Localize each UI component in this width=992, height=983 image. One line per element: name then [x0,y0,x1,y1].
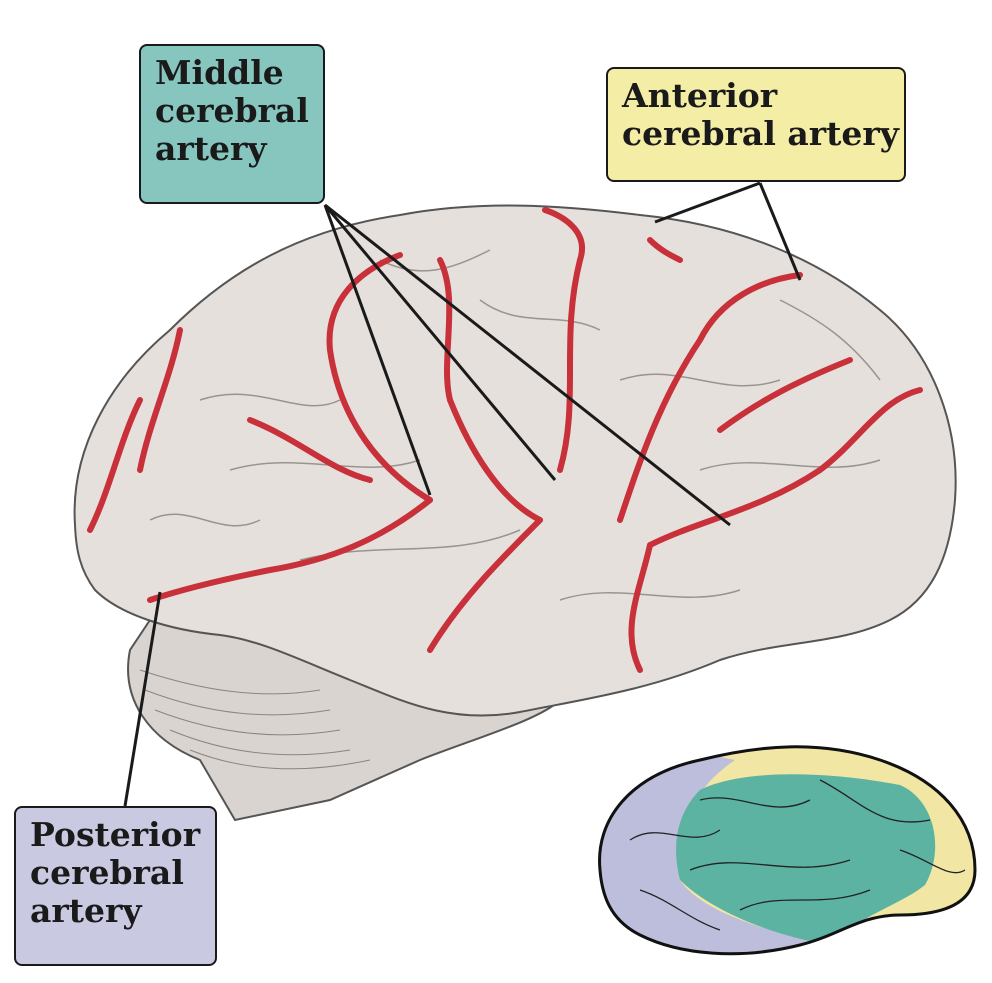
gyri [149,249,881,601]
cerebellum-folia [139,669,371,770]
label-line: cerebral [30,853,184,892]
territory-map-inset [598,745,977,956]
label-line: Anterior [622,76,778,115]
middle-territory [676,774,936,945]
label-line: Posterior [30,815,201,854]
leader-lines [123,181,802,807]
cerebrum [73,204,957,717]
label-line: cerebral [155,91,309,130]
anterior-cerebral-artery-label: Anterior cerebral artery [606,67,906,182]
label-line: artery [30,891,142,930]
label-line: cerebral artery [622,114,899,153]
posterior-territory [599,746,830,954]
label-line: Middle [155,53,284,92]
posterior-cerebral-artery-label: Posterior cerebral artery [14,806,217,966]
label-line: artery [155,129,267,168]
middle-cerebral-artery-label: Middle cerebral artery [139,44,325,204]
